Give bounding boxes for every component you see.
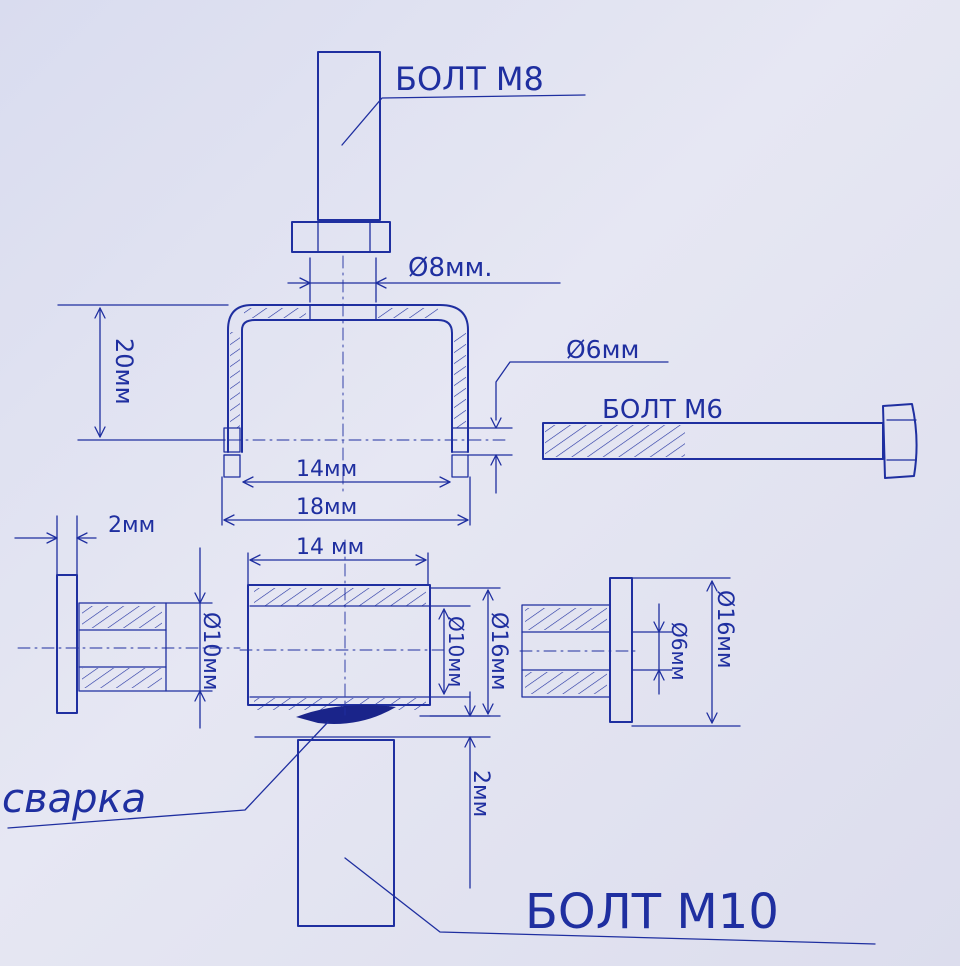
bolt-m8 (291, 51, 391, 253)
label-bolt-m6: БОЛТ М6 (602, 395, 723, 425)
label-14mm-top: 14мм (296, 457, 357, 482)
dim-d16-right (631, 577, 741, 727)
dim-d6-top (467, 361, 669, 494)
label-d8: Ø8мм. (408, 253, 493, 283)
label-bolt-m8: БОЛТ М8 (395, 60, 544, 98)
label-2mm-bottom: 2мм (468, 770, 493, 817)
center-tube (239, 539, 451, 724)
label-14mm-mid: 14 мм (296, 535, 364, 560)
dim-2mm-bottom (254, 691, 491, 889)
dim-d10-mid (429, 605, 471, 698)
left-washer-sleeve (17, 574, 241, 714)
dim-d6-right (631, 603, 673, 695)
label-d6-top: Ø6мм (566, 335, 639, 364)
leader-bolt-m8 (341, 94, 586, 146)
label-18mm: 18мм (296, 495, 357, 520)
leader-bolt-m10 (344, 857, 876, 945)
label-bolt-m10: БОЛТ М10 (525, 884, 779, 940)
label-d16-right: Ø16мм (712, 590, 737, 669)
dim-d8 (287, 257, 561, 303)
label-20mm: 20мм (110, 338, 138, 405)
label-d10-mid: Ø10мм (444, 616, 468, 687)
u-bracket (204, 304, 511, 478)
label-2mm-left: 2мм (108, 513, 155, 538)
dim-14mm-top (242, 476, 451, 488)
dim-2mm-left (14, 515, 97, 576)
dim-d10-left (165, 547, 213, 729)
label-d6-right: Ø6мм (667, 622, 691, 681)
dim-20mm (57, 304, 229, 441)
right-washer-sleeve (519, 577, 641, 723)
label-weld: сварка (2, 776, 146, 822)
bolt-m10 (297, 739, 395, 927)
label-d16-mid: Ø16мм (486, 612, 511, 691)
label-d10-left: Ø10мм (198, 612, 223, 691)
bolt-m6 (542, 403, 918, 479)
dim-18mm (221, 476, 471, 526)
dim-14mm-mid (247, 552, 429, 586)
leader-weld (7, 721, 329, 829)
